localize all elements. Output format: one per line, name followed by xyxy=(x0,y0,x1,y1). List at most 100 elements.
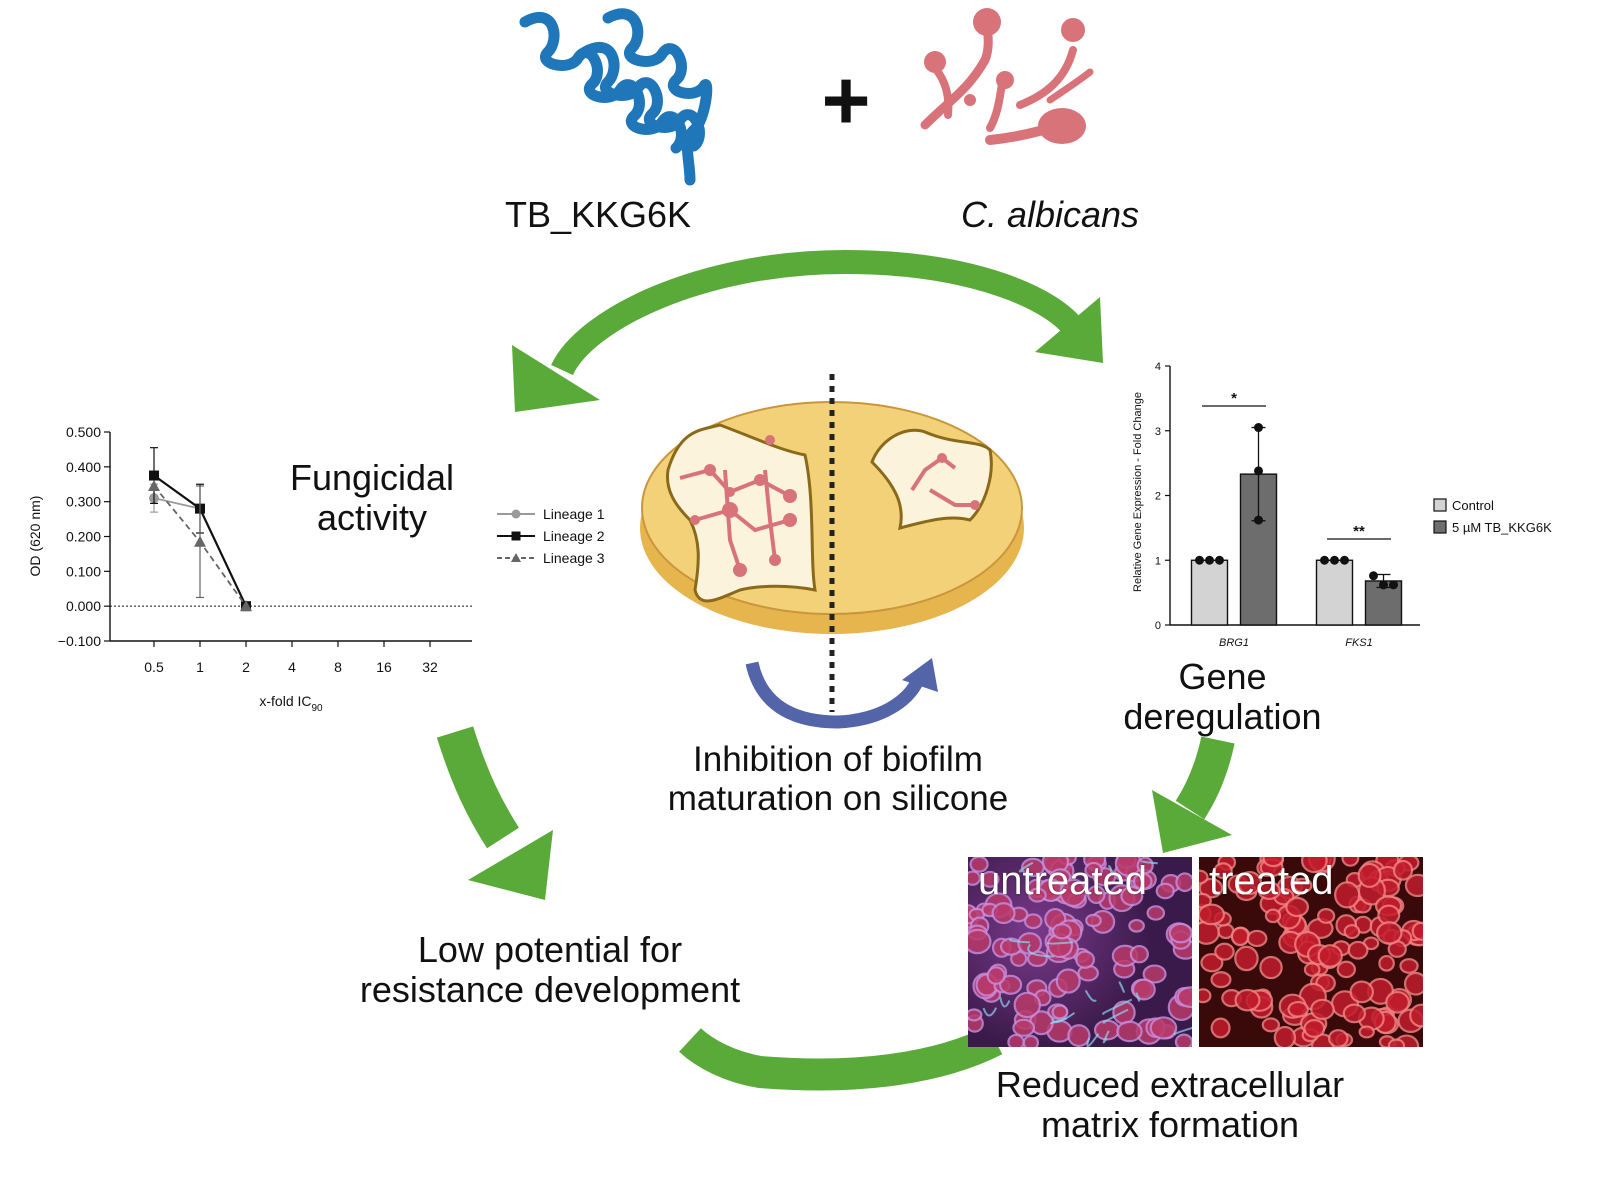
bar-data-point xyxy=(1205,555,1214,565)
matrix-fiber xyxy=(1173,1026,1192,1036)
cell xyxy=(1334,881,1361,909)
cell xyxy=(1085,913,1102,928)
line-chart-y-tick-label: 0.000 xyxy=(66,598,101,614)
ecm-reduction-label: Reduced extracellular matrix formation xyxy=(995,1064,1345,1146)
cell xyxy=(1176,986,1192,1008)
bar-chart-y-label: Relative Gene Expression - Fold Change xyxy=(1132,392,1144,592)
line-chart-x-tick-label: 16 xyxy=(376,659,392,675)
matrix-fiber xyxy=(1086,1033,1100,1047)
gene-deregulation-label: Gene deregulation xyxy=(1123,656,1322,738)
bar-chart-y-tick-label: 0 xyxy=(1155,620,1161,632)
cell xyxy=(1234,945,1259,972)
line-point xyxy=(194,535,206,547)
rotation-arrow-icon xyxy=(745,658,938,729)
cell xyxy=(1012,1018,1036,1037)
legend-label: Lineage 1 xyxy=(543,506,605,522)
cell xyxy=(1142,964,1167,984)
biofilm-hyphae-sparse xyxy=(910,453,980,510)
cell xyxy=(1200,953,1224,973)
bar-chart-y-tick-label: 2 xyxy=(1155,491,1161,503)
matrix-fiber xyxy=(1084,989,1097,1002)
legend-marker xyxy=(511,553,521,562)
cell xyxy=(1347,940,1369,960)
rotation-arc xyxy=(745,661,924,729)
cell xyxy=(968,1008,983,1022)
cell xyxy=(1023,913,1043,930)
cell xyxy=(1007,1033,1025,1047)
spore-3 xyxy=(996,71,1014,89)
treated-cells xyxy=(1199,857,1423,1047)
bar-data-point xyxy=(1379,580,1388,590)
cell xyxy=(1285,896,1309,918)
bar-data-point xyxy=(1254,515,1263,525)
bar-data-point xyxy=(1254,466,1263,476)
spore-5 xyxy=(964,94,976,106)
bar-data-point xyxy=(1215,555,1224,565)
line-chart-x-tick-label: 32 xyxy=(422,659,438,675)
cell xyxy=(1230,926,1250,947)
cell xyxy=(1234,988,1261,1012)
cell xyxy=(1387,1038,1406,1047)
matrix-fiber xyxy=(1118,981,1125,993)
matrix-fiber xyxy=(1008,938,1031,944)
cell xyxy=(986,966,1006,985)
hypha-4 xyxy=(1016,46,1077,109)
cell xyxy=(968,928,992,955)
line-point xyxy=(149,470,159,481)
hypha-5 xyxy=(1046,68,1094,104)
bar-category-label: FKS1 xyxy=(1345,637,1373,649)
cell xyxy=(1262,857,1284,868)
spore-2 xyxy=(924,51,946,73)
matrix-fiber xyxy=(1102,1008,1129,1024)
bar-data-point xyxy=(1254,423,1263,433)
cell xyxy=(1259,955,1283,980)
cell xyxy=(1155,882,1175,900)
cell xyxy=(1358,1025,1375,1039)
cell xyxy=(1175,872,1192,893)
cell xyxy=(1261,1017,1280,1033)
bar-data-point xyxy=(1340,555,1349,565)
cell xyxy=(1199,869,1209,885)
cell xyxy=(1028,887,1047,903)
cell xyxy=(1174,1033,1192,1047)
bar-chart-y-tick-label: 4 xyxy=(1155,361,1161,373)
cell xyxy=(1327,1029,1349,1047)
cell xyxy=(1237,870,1263,895)
bar-data-point xyxy=(1320,555,1329,565)
treated-caption: treated xyxy=(1209,859,1334,903)
spore-1 xyxy=(973,8,1001,36)
cell xyxy=(1210,1017,1231,1039)
green-arrow-left-down xyxy=(436,726,520,849)
peptide-label: TB_KKG6K xyxy=(504,194,692,235)
cell xyxy=(1264,908,1282,924)
line-point xyxy=(148,479,160,491)
legend-marker xyxy=(511,531,521,541)
line-chart-y-tick-label: 0.300 xyxy=(66,494,101,510)
bar-data-point xyxy=(1195,555,1204,565)
cell xyxy=(1149,1016,1178,1040)
micrograph-treated: treated xyxy=(1199,857,1423,1047)
bar-group-fks1: FKS1** xyxy=(1315,523,1403,649)
legend-label: Lineage 2 xyxy=(543,528,605,544)
cell xyxy=(1399,958,1419,974)
cell xyxy=(1168,922,1192,944)
matrix-fiber xyxy=(1135,992,1141,1002)
green-arrow-left-down-head xyxy=(468,830,553,900)
bar-category-label: BRG1 xyxy=(1219,637,1249,649)
cell xyxy=(1317,944,1343,968)
cell xyxy=(1287,1000,1309,1018)
plus-sign: + xyxy=(821,53,871,147)
line-chart-x-label: x-fold IC90 xyxy=(259,693,323,714)
cell xyxy=(1213,862,1233,880)
cell xyxy=(1199,988,1212,1004)
cell xyxy=(1129,944,1149,964)
bar-group-brg1: BRG1* xyxy=(1190,390,1278,649)
cell xyxy=(991,902,1016,925)
bar-chart-y-tick-label: 3 xyxy=(1155,426,1161,438)
organism-label: C. albicans xyxy=(960,194,1140,235)
green-arrow-top-left xyxy=(551,250,846,376)
line-chart-x-tick-label: 1 xyxy=(196,659,204,675)
line-chart-x-tick-label: 2 xyxy=(242,659,250,675)
